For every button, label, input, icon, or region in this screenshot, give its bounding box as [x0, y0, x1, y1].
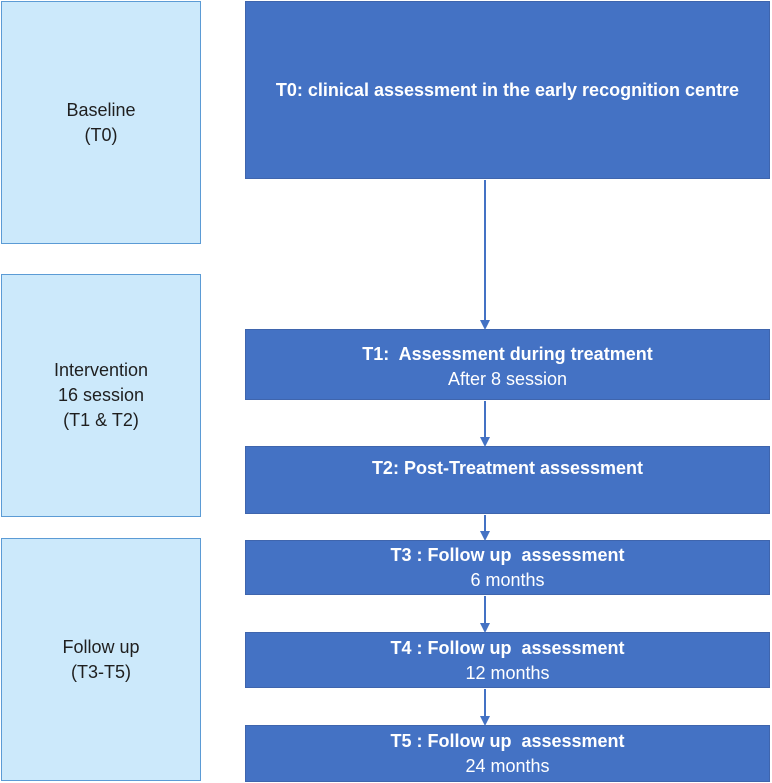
step-t4-follow-up: T4 : Follow up assessment 12 months — [245, 632, 770, 688]
step-t4-subtitle: 12 months — [465, 663, 550, 683]
step-t3-title: T3 : Follow up assessment — [390, 545, 625, 565]
phase-follow-up: Follow up (T3-T5) — [1, 538, 201, 781]
step-t3-subtitle: 6 months — [470, 570, 545, 590]
step-t5-follow-up: T5 : Follow up assessment 24 months — [245, 725, 770, 782]
step-t2-post-treatment: T2: Post-Treatment assessment — [245, 446, 770, 514]
step-t5-title: T5 : Follow up assessment — [390, 731, 625, 751]
phase-baseline-line-2: (T0) — [84, 124, 118, 145]
phase-intervention: Intervention 16 session (T1 & T2) — [1, 274, 201, 517]
step-t4-title: T4 : Follow up assessment — [390, 638, 625, 658]
step-t1-subtitle: After 8 session — [447, 369, 568, 389]
step-t2-title: T2: Post-Treatment assessment — [371, 458, 644, 478]
phase-intervention-line-3: (T1 & T2) — [63, 410, 139, 430]
phase-follow-up-line-1: Follow up — [62, 636, 140, 657]
phase-intervention-line-1: Intervention — [53, 360, 149, 380]
step-t5-subtitle: 24 months — [465, 756, 550, 776]
phase-baseline: Baseline (T0) — [1, 1, 201, 244]
phase-follow-up-line-2: (T3-T5) — [71, 661, 131, 682]
phase-baseline-line-1: Baseline — [66, 99, 136, 120]
step-t1-during-treatment: T1: Assessment during treatment After 8 … — [245, 329, 770, 400]
phase-intervention-line-2: 16 session — [57, 385, 145, 405]
step-t3-follow-up: T3 : Follow up assessment 6 months — [245, 540, 770, 595]
step-t0-title: T0: clinical assessment in the early rec… — [275, 80, 740, 100]
step-t0-clinical-assessment: T0: clinical assessment in the early rec… — [245, 1, 770, 179]
step-t1-title: T1: Assessment during treatment — [362, 344, 653, 364]
